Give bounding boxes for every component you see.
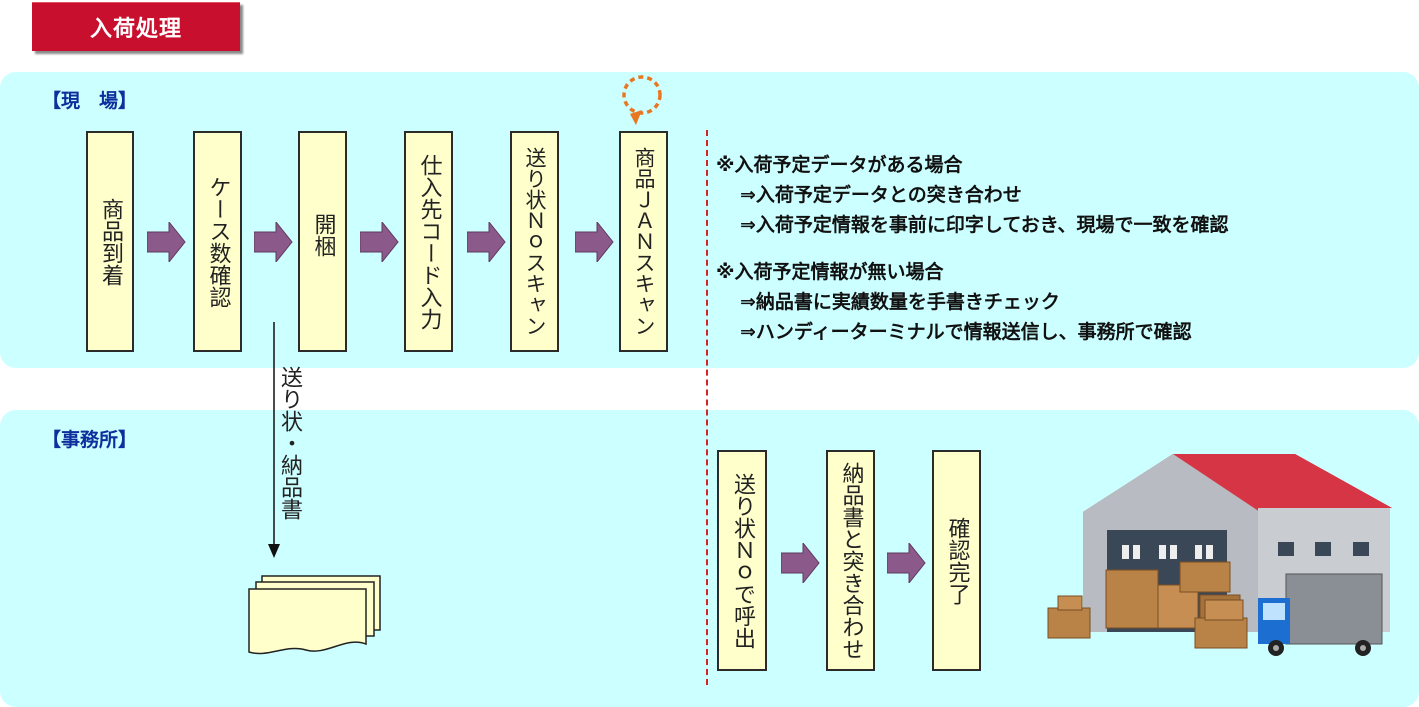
note-case1-item: ⇒入荷予定情報を事前に印字しておき、現場で一致を確認 bbox=[740, 214, 1229, 236]
page-title: 入荷処理 bbox=[32, 2, 240, 51]
step-goods-arrival: 商品到着 bbox=[86, 131, 134, 352]
note-case1-item: ⇒入荷予定データとの突き合わせ bbox=[740, 184, 1022, 206]
flow-arrow-icon bbox=[147, 222, 186, 262]
flow-arrow-icon bbox=[887, 543, 926, 583]
flow-arrow-icon bbox=[467, 222, 506, 262]
document-flow-label: 送り状・納品書 bbox=[277, 366, 302, 520]
flow-arrow-icon bbox=[254, 222, 293, 262]
flow-arrow-icon bbox=[360, 222, 399, 262]
note-case1-title: ※入荷予定データがある場合 bbox=[716, 154, 963, 176]
note-case2-item: ⇒納品書に実績数量を手書きチェック bbox=[740, 291, 1060, 313]
down-arrow-icon bbox=[268, 322, 280, 558]
step-supplier-code-entry: 仕入先コード入力 bbox=[404, 131, 453, 352]
divider-line bbox=[706, 130, 708, 685]
note-case2-item: ⇒ハンディーターミナルで情報送信し、事務所で確認 bbox=[740, 321, 1192, 343]
notes-block: ※入荷予定データがある場合 ⇒入荷予定データとの突き合わせ ⇒入荷予定情報を事前… bbox=[716, 150, 1228, 347]
note-case2-title: ※入荷予定情報が無い場合 bbox=[716, 261, 944, 283]
warehouse-illustration bbox=[1047, 454, 1392, 656]
flow-arrow-icon bbox=[575, 222, 614, 262]
step-invoice-match: 納品書と突き合わせ bbox=[826, 450, 875, 671]
step-waybill-lookup: 送り状Ｎｏで呼出 bbox=[717, 450, 767, 671]
office-section-label: 【事務所】 bbox=[42, 429, 138, 451]
step-case-count-check: ケース数確認 bbox=[193, 131, 242, 352]
documents-stack-icon bbox=[248, 575, 381, 655]
flow-arrow-icon bbox=[781, 543, 820, 583]
repeat-loop-icon bbox=[622, 75, 662, 125]
step-jan-scan: 商品ＪＡＮスキャン bbox=[619, 131, 668, 352]
site-section-label: 【現 場】 bbox=[42, 90, 138, 112]
step-confirm-complete: 確認完了 bbox=[932, 450, 981, 671]
step-waybill-scan: 送り状Ｎｏスキャン bbox=[510, 131, 559, 352]
step-unpacking: 開梱 bbox=[298, 131, 347, 352]
